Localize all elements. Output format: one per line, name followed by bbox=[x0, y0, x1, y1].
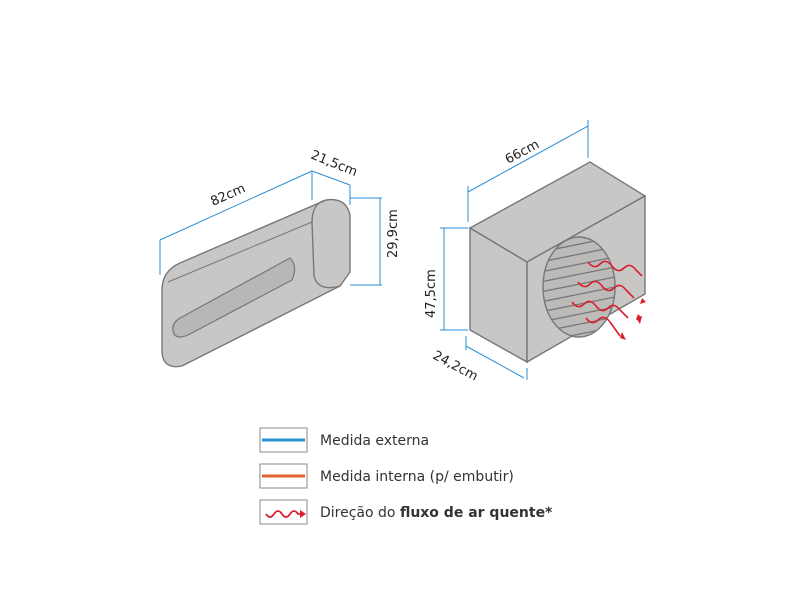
indoor-unit-air-slot bbox=[172, 257, 296, 338]
outdoor-depth-label: 24,2cm bbox=[430, 348, 480, 384]
indoor-unit-side-face bbox=[311, 199, 341, 289]
outdoor-height-dimension: 47,5cm bbox=[424, 227, 468, 331]
legend-item-airflow: Direção do fluxo de ar quente* bbox=[259, 499, 553, 525]
legend-airflow-bold: fluxo de ar quente* bbox=[400, 505, 553, 521]
indoor-height-dimension: 29,9cm bbox=[350, 197, 401, 286]
legend-label-internal: Medida interna (p/ embutir) bbox=[320, 469, 514, 485]
legend-airflow-prefix: Direção do bbox=[320, 505, 400, 521]
indoor-height-label: 29,9cm bbox=[386, 209, 401, 258]
airflow-arrow-icon bbox=[265, 510, 302, 518]
indoor-unit: 82cm 21,5cm 29,9cm bbox=[159, 148, 401, 368]
outdoor-width-label: 66cm bbox=[503, 137, 542, 167]
indoor-width-label: 82cm bbox=[209, 181, 248, 209]
legend-item-internal: Medida interna (p/ embutir) bbox=[259, 463, 514, 489]
indoor-unit-top-edge bbox=[167, 221, 313, 283]
legend-item-external: Medida externa bbox=[259, 427, 429, 453]
indoor-depth-label: 21,5cm bbox=[309, 148, 360, 180]
legend-swatch-airflow bbox=[259, 499, 308, 525]
outdoor-unit: 66cm 47,5cm 24,2cm bbox=[424, 120, 647, 384]
legend-label-external: Medida externa bbox=[320, 433, 429, 449]
legend-label-airflow: Direção do fluxo de ar quente* bbox=[320, 505, 553, 521]
indoor-depth-dimension: 21,5cm bbox=[309, 148, 360, 205]
outdoor-height-label: 47,5cm bbox=[424, 269, 439, 318]
outdoor-airflow-arrows bbox=[571, 260, 646, 340]
legend: Medida externa Medida interna (p/ embuti… bbox=[259, 427, 553, 525]
